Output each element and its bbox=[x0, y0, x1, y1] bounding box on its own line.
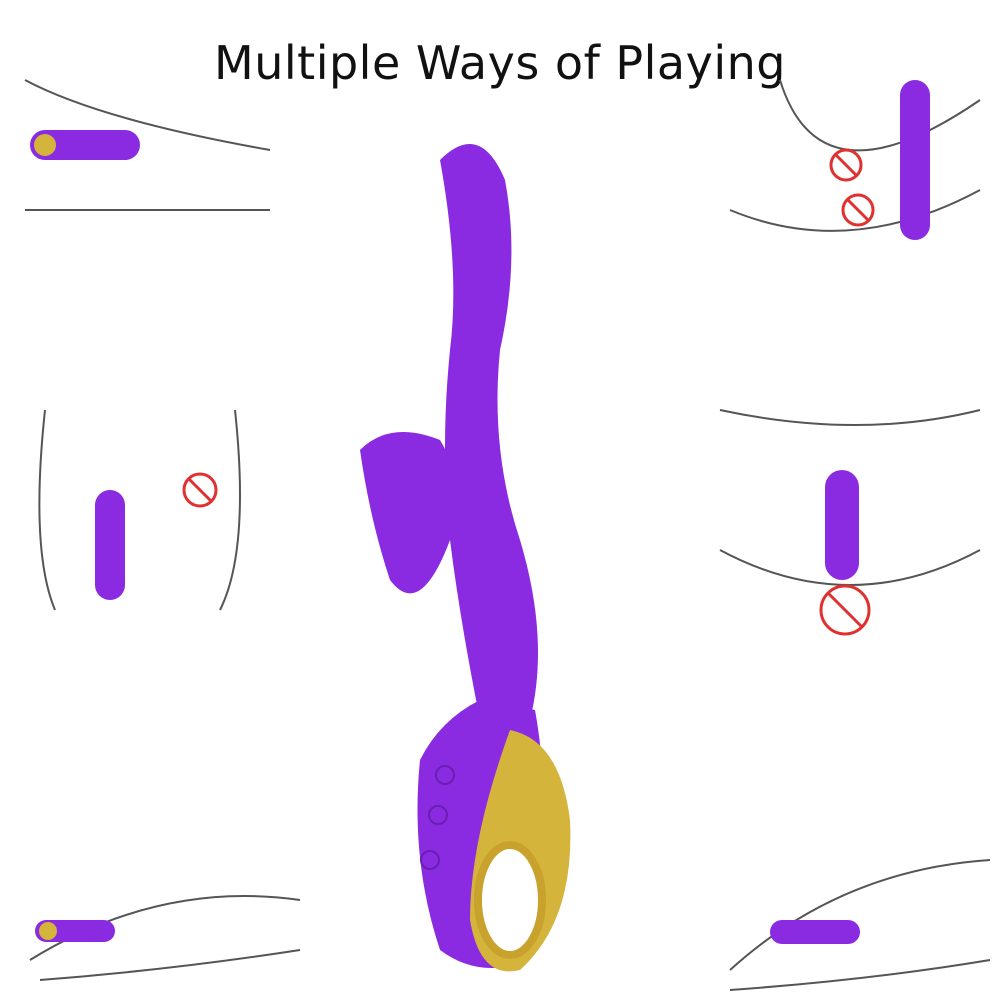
usage-panel-top-left bbox=[10, 60, 280, 240]
usage-panel-middle-right bbox=[710, 400, 990, 640]
control-buttons-icon bbox=[420, 765, 455, 870]
product-image bbox=[330, 120, 630, 980]
usage-panel-bottom-left bbox=[10, 840, 310, 990]
usage-panel-bottom-right bbox=[720, 830, 1000, 995]
prohibition-icon bbox=[182, 472, 218, 508]
prohibition-icon bbox=[819, 584, 871, 636]
prohibition-icon bbox=[829, 148, 875, 227]
usage-panel-top-right bbox=[720, 60, 990, 250]
page-title: Multiple Ways of Playing bbox=[214, 36, 786, 90]
usage-panel-middle-left bbox=[30, 400, 250, 620]
